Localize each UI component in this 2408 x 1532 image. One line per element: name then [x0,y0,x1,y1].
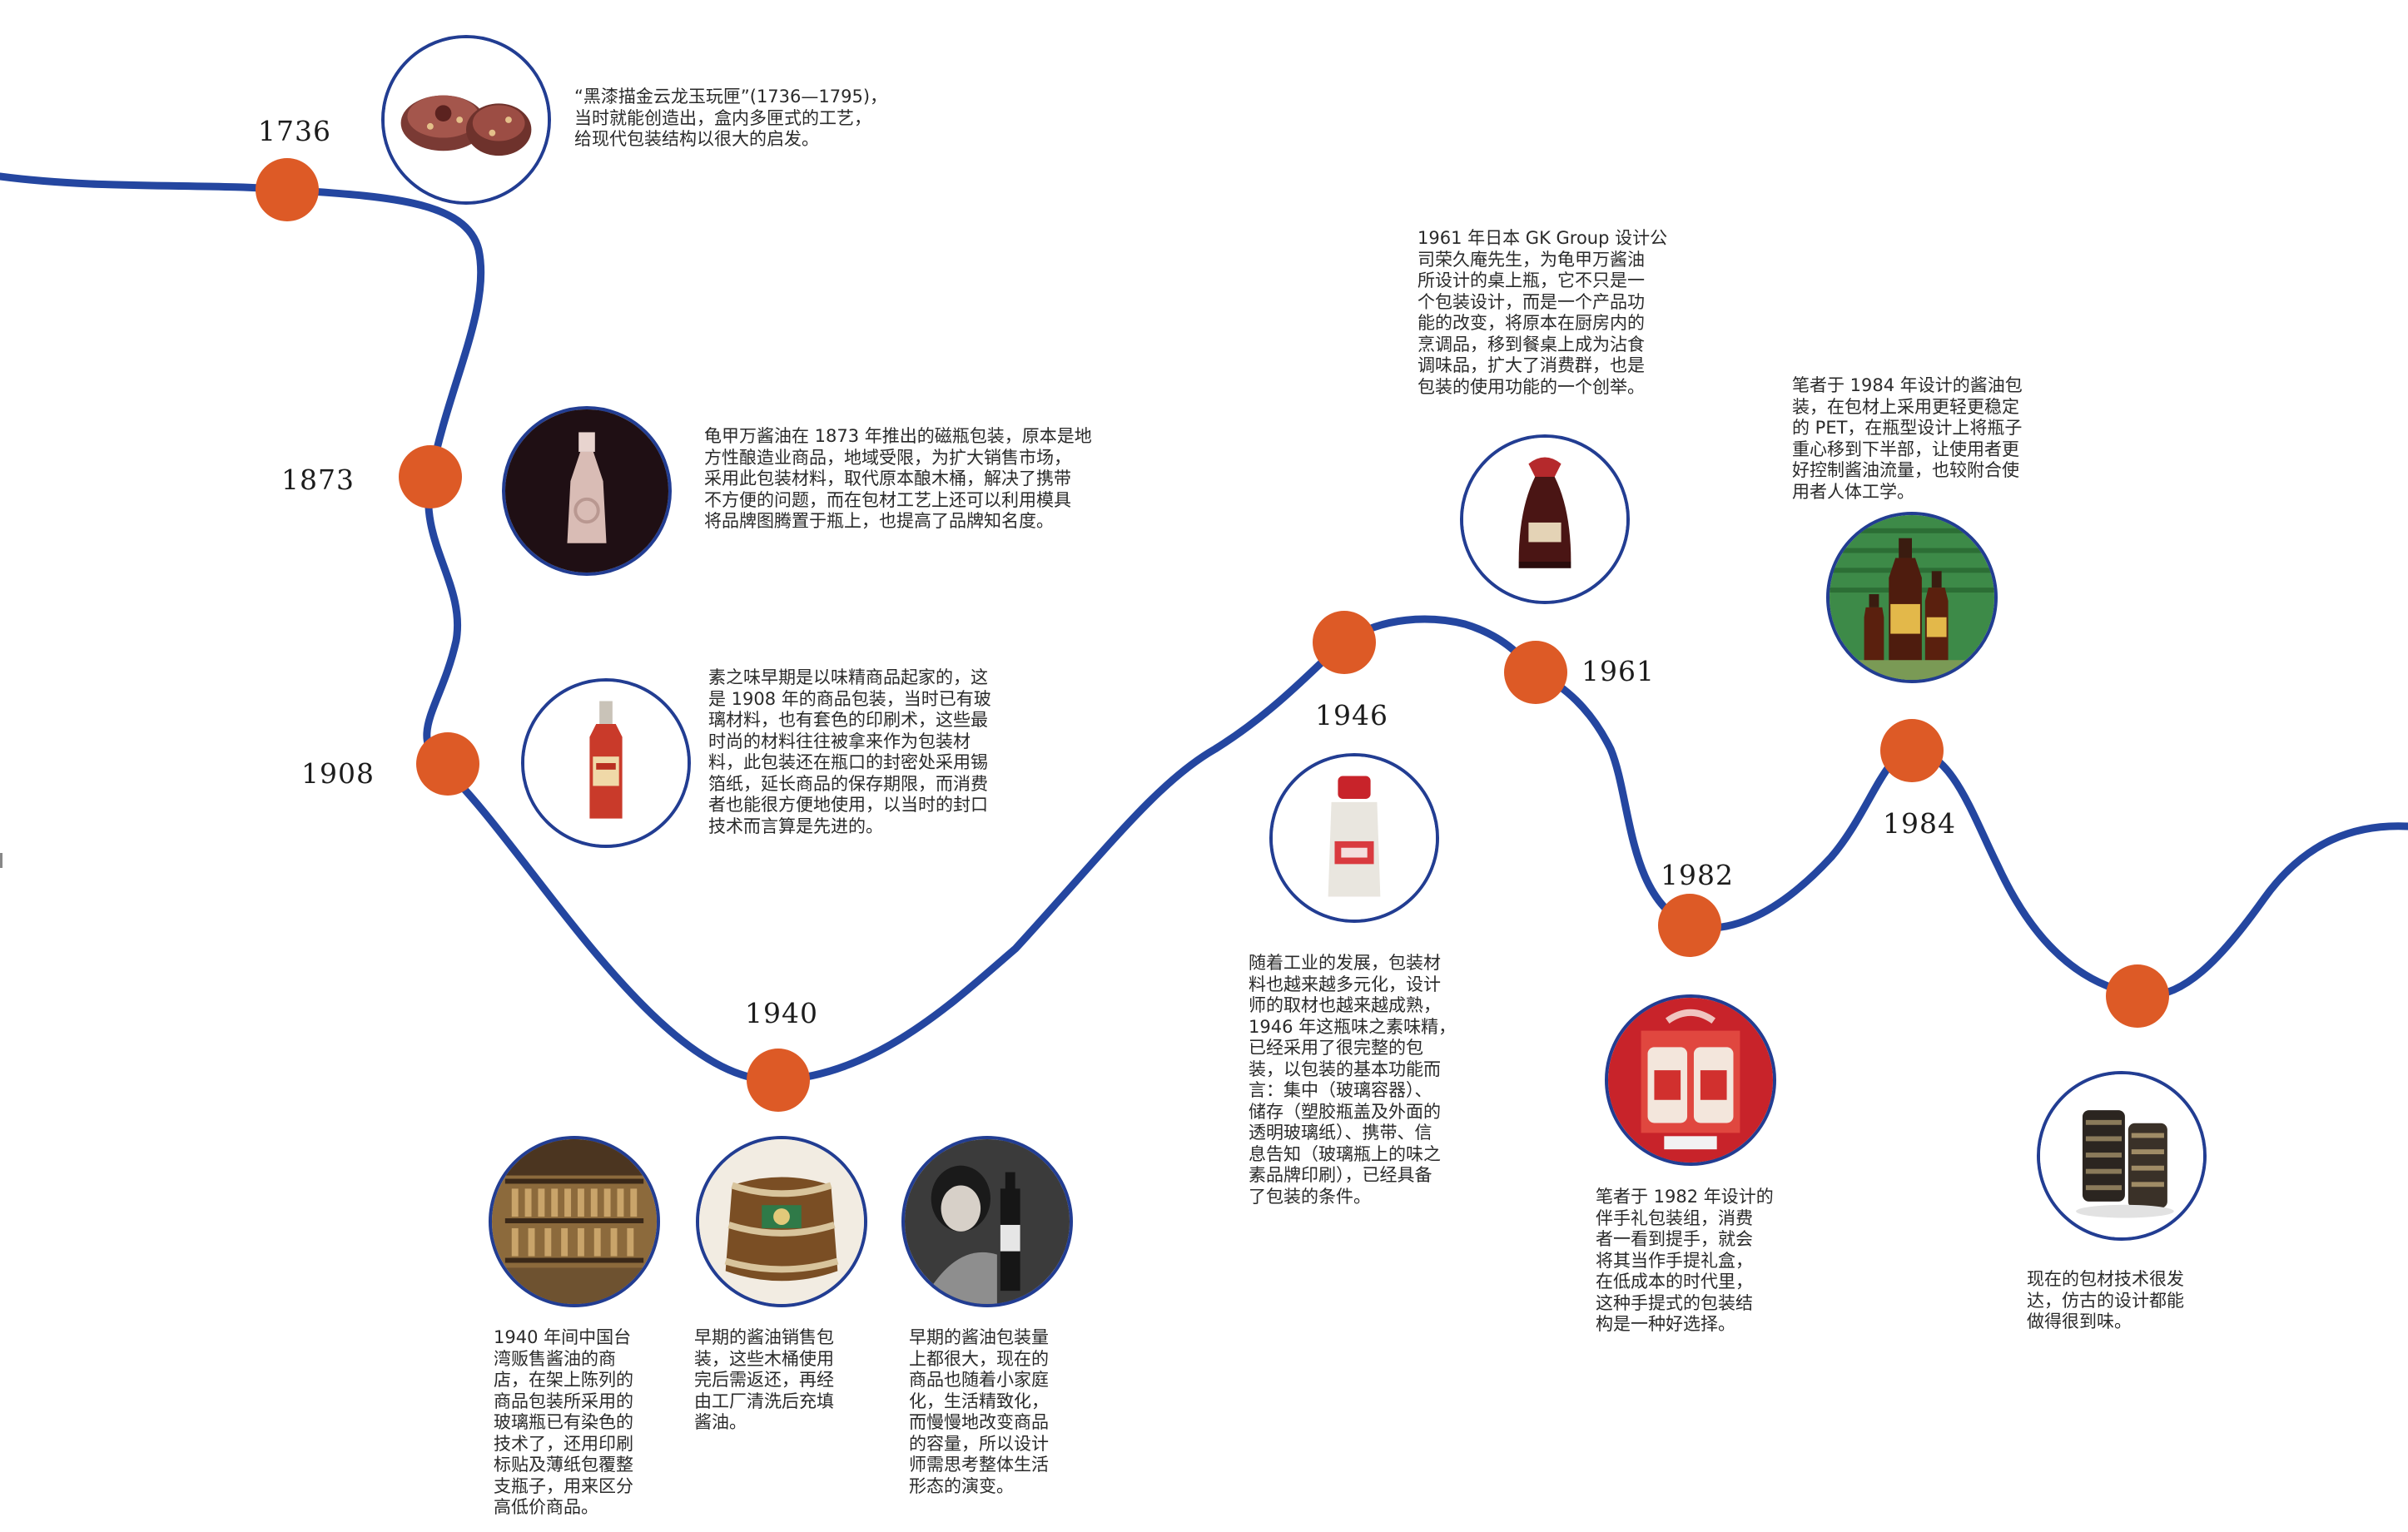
description-1908: 素之味早期是以味精商品起家的，这 是 1908 年的商品包装，当时已有玻 璃材料… [708,667,1041,837]
milestone-dot-1984 [1880,719,1944,782]
description-1961: 1961 年日本 GK Group 设计公 司荣久庵先生，为龟甲万酱油 所设计的… [1417,228,1700,398]
year-label-1908: 1908 [301,757,375,790]
thumb-1982 [1605,994,1776,1166]
modern-packaging-icon [2040,1074,2203,1237]
milestone-dot-1940 [747,1049,810,1112]
left-edge-mark [0,853,2,868]
description-1982: 笔者于 1982 年设计的 伴手礼包装组，消费 者一看到提手，就会 将其当作手提… [1596,1187,1808,1336]
year-label-1961: 1961 [1581,655,1655,687]
thumb-1736 [381,35,551,205]
milestone-dot-1736 [256,158,319,221]
year-label-1984: 1984 [1883,807,1956,840]
description-1873: 龟甲万酱油在 1873 年推出的磁瓶包装，原本是地 方性酿造业商品，地域受限，为… [704,426,1137,533]
thumb-1873 [502,406,672,576]
timeline-line [0,176,2408,1080]
thumb-1961 [1460,434,1630,604]
year-label-1982: 1982 [1661,859,1734,891]
description-1946: 随着工业的发展，包装材 料也越来越多元化，设计 师的取材也越来越成熟， 1946… [1249,953,1473,1207]
thumb-now [2037,1071,2207,1241]
thumb-1946 [1269,753,1439,923]
milestone-dot-1873 [399,445,462,508]
thumb-1940-barrel [696,1136,867,1307]
gift-box-icon [1608,998,1773,1163]
description-1940-barrel: 早期的酱油销售包 装，这些木桶使用 完后需返还，再经 由工厂清洗后充填 酱油。 [694,1327,881,1434]
woman-with-bottle-icon [905,1139,1070,1304]
description-1940-shop: 1940 年间中国台 湾贩售酱油的商 店，在架上陈列的 商品包装所采用的 玻璃瓶… [494,1327,681,1519]
table-soy-bottle-icon [1463,438,1626,601]
year-label-1736: 1736 [258,115,331,147]
msg-bottle-1946-icon [1273,756,1436,920]
description-1940-woman: 早期的酱油包装量 上都很大，现在的 商品也随着小家庭 化，生活精致化， 而慢慢地… [909,1327,1096,1497]
year-label-1940: 1940 [745,997,818,1029]
lacquer-box-icon [385,38,548,201]
milestone-dot-now [2106,964,2169,1028]
thumb-1908 [521,678,691,848]
msg-bottle-1908-icon [524,682,688,845]
thumb-1940-shop [489,1136,660,1307]
milestone-dot-1908 [416,732,479,796]
milestone-dot-1982 [1658,894,1721,957]
ceramic-bottle-icon [505,409,668,573]
shop-shelf-icon [492,1139,657,1304]
milestone-dot-1961 [1504,641,1567,704]
wooden-barrel-icon [699,1139,864,1304]
thumb-1940-woman [901,1136,1073,1307]
description-1984: 笔者于 1984 年设计的酱油包 装，在包材上采用更轻更稳定 的 PET，在瓶型… [1792,375,2067,503]
year-label-1946: 1946 [1315,699,1388,731]
year-label-1873: 1873 [281,464,355,496]
description-1736: “黑漆描金云龙玉玩匣”(1736—1795)， 当时就能创造出，盒内多匣式的工艺… [574,87,941,151]
soy-bottles-1984-icon [1830,515,1994,680]
milestone-dot-1946 [1313,611,1376,674]
description-now: 现在的包材技术很发 达，仿古的设计都能 做得很到味。 [2027,1269,2239,1333]
thumb-1984 [1826,512,1998,683]
